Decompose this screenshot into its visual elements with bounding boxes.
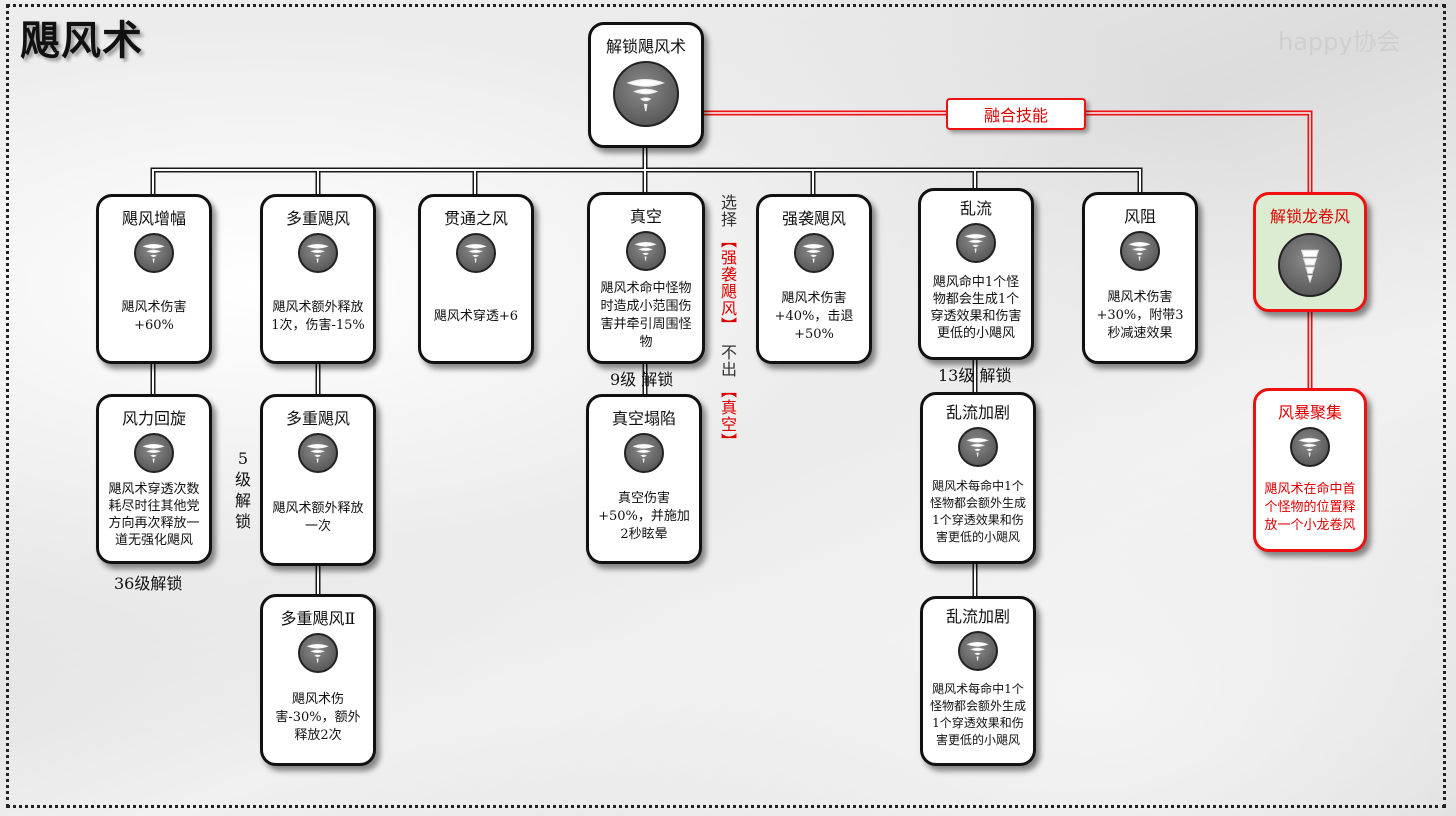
skill-title: 风力回旋 xyxy=(121,409,186,428)
skill-desc: 飓风术在命中首个怪物的位置释放一个小龙卷风 xyxy=(1264,482,1356,533)
unlock-level-9: 9级 解锁 xyxy=(610,370,674,389)
skill-title: 乱流 xyxy=(959,199,992,218)
skill-node-turbulence[interactable]: 乱流 飓风命中1个怪物都会生成1个穿透效果和伤害更低的小飓风 xyxy=(918,188,1034,360)
tornado-icon xyxy=(626,231,666,271)
skill-desc: 飓风术每命中1个怪物都会额外生成1个穿透效果和伤害更低的小飓风 xyxy=(929,682,1026,747)
choice-note-red-2: 【真空】 xyxy=(718,382,737,450)
tornado-icon xyxy=(958,631,998,671)
drill-tornado-icon xyxy=(1278,233,1342,297)
skill-node-unlock-tornado[interactable]: 解锁龙卷风 xyxy=(1253,192,1367,312)
skill-title: 解锁龙卷风 xyxy=(1269,207,1350,226)
skill-desc: 飓风术穿透次数耗尽时往其他党方向再次释放一道无强化飓风 xyxy=(108,482,200,548)
skill-desc: 飓风术额外释放1次，伤害-15% xyxy=(271,300,365,333)
skill-node-wind-resistance[interactable]: 风阻 飓风术伤害+30%，附带3秒减速效果 xyxy=(1082,192,1198,364)
tornado-icon xyxy=(298,433,338,473)
skill-title: 乱流加剧 xyxy=(945,607,1010,626)
skill-node-piercing-wind[interactable]: 贯通之风 飓风术穿透+6 xyxy=(418,194,534,364)
skill-desc: 飓风术每命中1个怪物都会额外生成1个穿透效果和伤害更低的小飓风 xyxy=(929,479,1026,544)
tornado-icon xyxy=(613,61,679,127)
skill-desc: 飓风术伤害-30%，额外释放2次 xyxy=(275,692,361,743)
skill-desc: 飓风术命中怪物时造成小范围伤害并牵引周围怪物 xyxy=(600,281,692,350)
watermark: happy协会 xyxy=(1278,28,1401,56)
skill-desc: 飓风术伤害+60% xyxy=(121,300,187,333)
tornado-icon xyxy=(1290,427,1330,467)
unlock-level-36: 36级解锁 xyxy=(114,574,183,593)
skill-node-storm-gather[interactable]: 风暴聚集 飓风术在命中首个怪物的位置释放一个小龙卷风 xyxy=(1253,388,1367,552)
tornado-icon xyxy=(624,433,664,473)
tornado-icon xyxy=(956,223,996,263)
unlock-level-5: 5级解锁 xyxy=(234,449,251,531)
skill-desc: 飓风术额外释放一次 xyxy=(272,501,364,534)
skill-title: 真空 xyxy=(629,207,662,226)
skill-node-multi-hurricane[interactable]: 多重飓风 飓风术额外释放1次，伤害-15% xyxy=(260,194,376,364)
skill-desc: 飓风术伤害+40%，击退+50% xyxy=(774,291,854,342)
skill-title: 贯通之风 xyxy=(443,209,508,228)
skill-title: 强袭飓风 xyxy=(781,209,846,228)
skill-node-multi-hurricane-2[interactable]: 多重飓风 飓风术额外释放一次 xyxy=(260,394,376,566)
skill-node-multi-hurricane-ii[interactable]: 多重飓风Ⅱ 飓风术伤害-30%，额外释放2次 xyxy=(260,594,376,766)
choice-note-prefix: 选择 xyxy=(718,194,737,228)
skill-title: 风暴聚集 xyxy=(1277,403,1342,422)
tornado-icon xyxy=(1120,231,1160,271)
skill-title: 解锁飓风术 xyxy=(605,37,686,56)
skill-title: 多重飓风 xyxy=(285,209,350,228)
skill-title: 多重飓风 xyxy=(285,409,350,428)
skill-title: 多重飓风Ⅱ xyxy=(280,609,356,628)
fusion-skill-label: 融合技能 xyxy=(946,98,1086,130)
tornado-icon xyxy=(134,433,174,473)
tornado-icon xyxy=(958,427,998,467)
skill-node-assault-hurricane[interactable]: 强袭飓风 飓风术伤害+40%，击退+50% xyxy=(756,194,872,364)
tornado-icon xyxy=(794,233,834,273)
skill-node-vacuum[interactable]: 真空 飓风术命中怪物时造成小范围伤害并牵引周围怪物 xyxy=(587,192,705,364)
skill-node-hurricane-boost[interactable]: 飓风增幅 飓风术伤害+60% xyxy=(96,194,212,364)
skill-node-vacuum-collapse[interactable]: 真空塌陷 真空伤害+50%，并施加2秒眩晕 xyxy=(586,394,702,564)
skill-title: 乱流加剧 xyxy=(945,403,1010,422)
unlock-level-13: 13级 解锁 xyxy=(938,366,1012,385)
skill-node-root[interactable]: 解锁飓风术 xyxy=(588,22,704,148)
skill-title: 真空塌陷 xyxy=(611,409,676,428)
skill-title: 风阻 xyxy=(1123,207,1156,226)
choice-note-red-1: 【强袭飓风】 xyxy=(718,232,737,334)
skill-node-wind-rotation[interactable]: 风力回旋 飓风术穿透次数耗尽时往其他党方向再次释放一道无强化飓风 xyxy=(96,394,212,564)
skill-desc: 飓风术穿透+6 xyxy=(433,309,519,324)
choice-note-middle: 不出 xyxy=(718,344,737,378)
skill-title: 飓风增幅 xyxy=(121,209,186,228)
skill-desc: 飓风术伤害+30%，附带3秒减速效果 xyxy=(1096,290,1184,341)
page-title: 飓风术 xyxy=(20,18,143,64)
tornado-icon xyxy=(456,233,496,273)
tornado-icon xyxy=(134,233,174,273)
tornado-icon xyxy=(298,233,338,273)
tornado-icon xyxy=(298,633,338,673)
skill-node-turbulence-plus-2[interactable]: 乱流加剧 飓风术每命中1个怪物都会额外生成1个穿透效果和伤害更低的小飓风 xyxy=(920,596,1036,766)
skill-desc: 飓风命中1个怪物都会生成1个穿透效果和伤害更低的小飓风 xyxy=(930,275,1022,341)
skill-node-turbulence-plus[interactable]: 乱流加剧 飓风术每命中1个怪物都会额外生成1个穿透效果和伤害更低的小飓风 xyxy=(920,392,1036,564)
skill-desc: 真空伤害+50%，并施加2秒眩晕 xyxy=(598,491,690,542)
